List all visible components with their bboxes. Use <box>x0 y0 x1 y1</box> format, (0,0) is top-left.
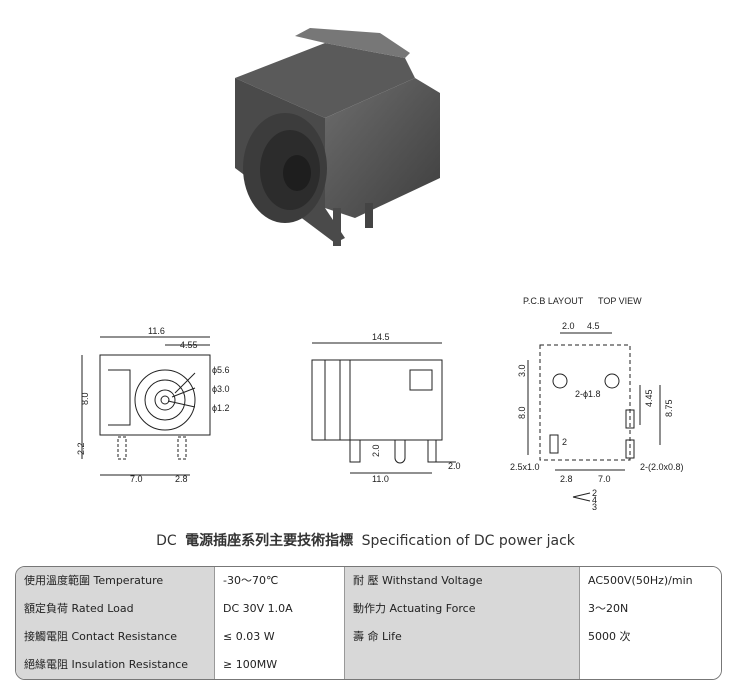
spec-label: 耐 壓 Withstand Voltage <box>345 567 580 595</box>
front-view <box>81 336 211 476</box>
spec-value: ≥ 100MW <box>215 651 345 679</box>
dim-height-body: 8.0 <box>80 392 90 405</box>
technical-drawings: 11.6 4.55 8.0 2.2 7.0 2.8 ϕ5.6 ϕ3.0 ϕ1.2… <box>76 296 684 512</box>
caption-prefix: DC <box>156 533 177 549</box>
side-view <box>311 342 456 474</box>
spec-label: 額定負荷 Rated Load <box>16 595 215 623</box>
spec-value: AC500V(50Hz)/min <box>580 567 721 595</box>
pcb-d3: 3.0 <box>517 364 527 377</box>
pcb-pin-4: 4 <box>592 495 597 505</box>
spec-value: 3～20N <box>580 595 721 623</box>
pcb-d10: 7.0 <box>598 474 611 484</box>
dim-pin-span: 7.0 <box>130 474 143 484</box>
dim-pin-pitch: 11.0 <box>372 474 389 484</box>
spec-table: 使用溫度範圍 Temperature -30～70℃ 耐 壓 Withstand… <box>15 566 722 680</box>
pcb-d11: 2-(2.0x0.8) <box>640 462 684 472</box>
dim-width-offset: 4.55 <box>180 340 198 350</box>
spec-caption: DC 電源插座系列主要技術指標 Specification of DC powe… <box>0 530 731 550</box>
table-row: 絕緣電阻 Insulation Resistance ≥ 100MW <box>16 651 721 679</box>
dia-3-0: ϕ3.0 <box>212 384 230 394</box>
pcb-subtitle: TOP VIEW <box>598 296 642 306</box>
spec-label: 接觸電阻 Contact Resistance <box>16 623 215 651</box>
pcb-pin-3: 3 <box>592 502 597 512</box>
dim-height-pin: 2.2 <box>76 442 86 455</box>
caption-zh: 電源插座系列主要技術指標 <box>185 533 354 549</box>
caption-en: Specification of DC power jack <box>361 533 575 549</box>
spec-label: 動作力 Actuating Force <box>345 595 580 623</box>
pcb-d6: 8.75 <box>664 399 674 417</box>
spec-label: 絕緣電阻 Insulation Resistance <box>16 651 215 679</box>
dia-1-2: ϕ1.2 <box>212 403 230 413</box>
spec-value: -30～70℃ <box>215 567 345 595</box>
pcb-hole: 2-ϕ1.8 <box>575 389 601 399</box>
pcb-d1: 2.0 <box>562 321 575 331</box>
product-photo <box>235 28 440 246</box>
table-row: 接觸電阻 Contact Resistance ≤ 0.03 W 壽 命 Lif… <box>16 623 721 652</box>
pcb-d5: 4.45 <box>644 389 654 407</box>
pcb-d8: 2.5x1.0 <box>510 462 540 472</box>
pcb-d9: 2.8 <box>560 474 573 484</box>
spec-value <box>580 651 721 679</box>
pcb-d2: 4.5 <box>587 321 600 331</box>
table-row: 使用溫度範圍 Temperature -30～70℃ 耐 壓 Withstand… <box>16 567 721 596</box>
dim-length: 14.5 <box>372 332 390 342</box>
pcb-layout <box>527 332 661 502</box>
pcb-title: P.C.B LAYOUT <box>523 296 584 306</box>
dim-pin-gap: 2.8 <box>175 474 188 484</box>
pcb-pin-2: 2 <box>592 488 597 498</box>
spec-value: DC 30V 1.0A <box>215 595 345 623</box>
dim-width-total: 11.6 <box>148 326 165 336</box>
spec-value: 5000 次 <box>580 623 721 651</box>
dia-5-6: ϕ5.6 <box>212 365 230 375</box>
spec-label: 壽 命 Life <box>345 623 580 651</box>
spec-value: ≤ 0.03 W <box>215 623 345 651</box>
table-row: 額定負荷 Rated Load DC 30V 1.0A 動作力 Actuatin… <box>16 595 721 624</box>
dim-pin-height: 2.0 <box>371 444 381 457</box>
pcb-d7: 2 <box>562 437 567 447</box>
dim-pin-width: 2.0 <box>448 461 461 471</box>
spec-label <box>345 651 580 679</box>
pcb-d4: 8.0 <box>517 406 527 419</box>
spec-label: 使用溫度範圍 Temperature <box>16 567 215 595</box>
